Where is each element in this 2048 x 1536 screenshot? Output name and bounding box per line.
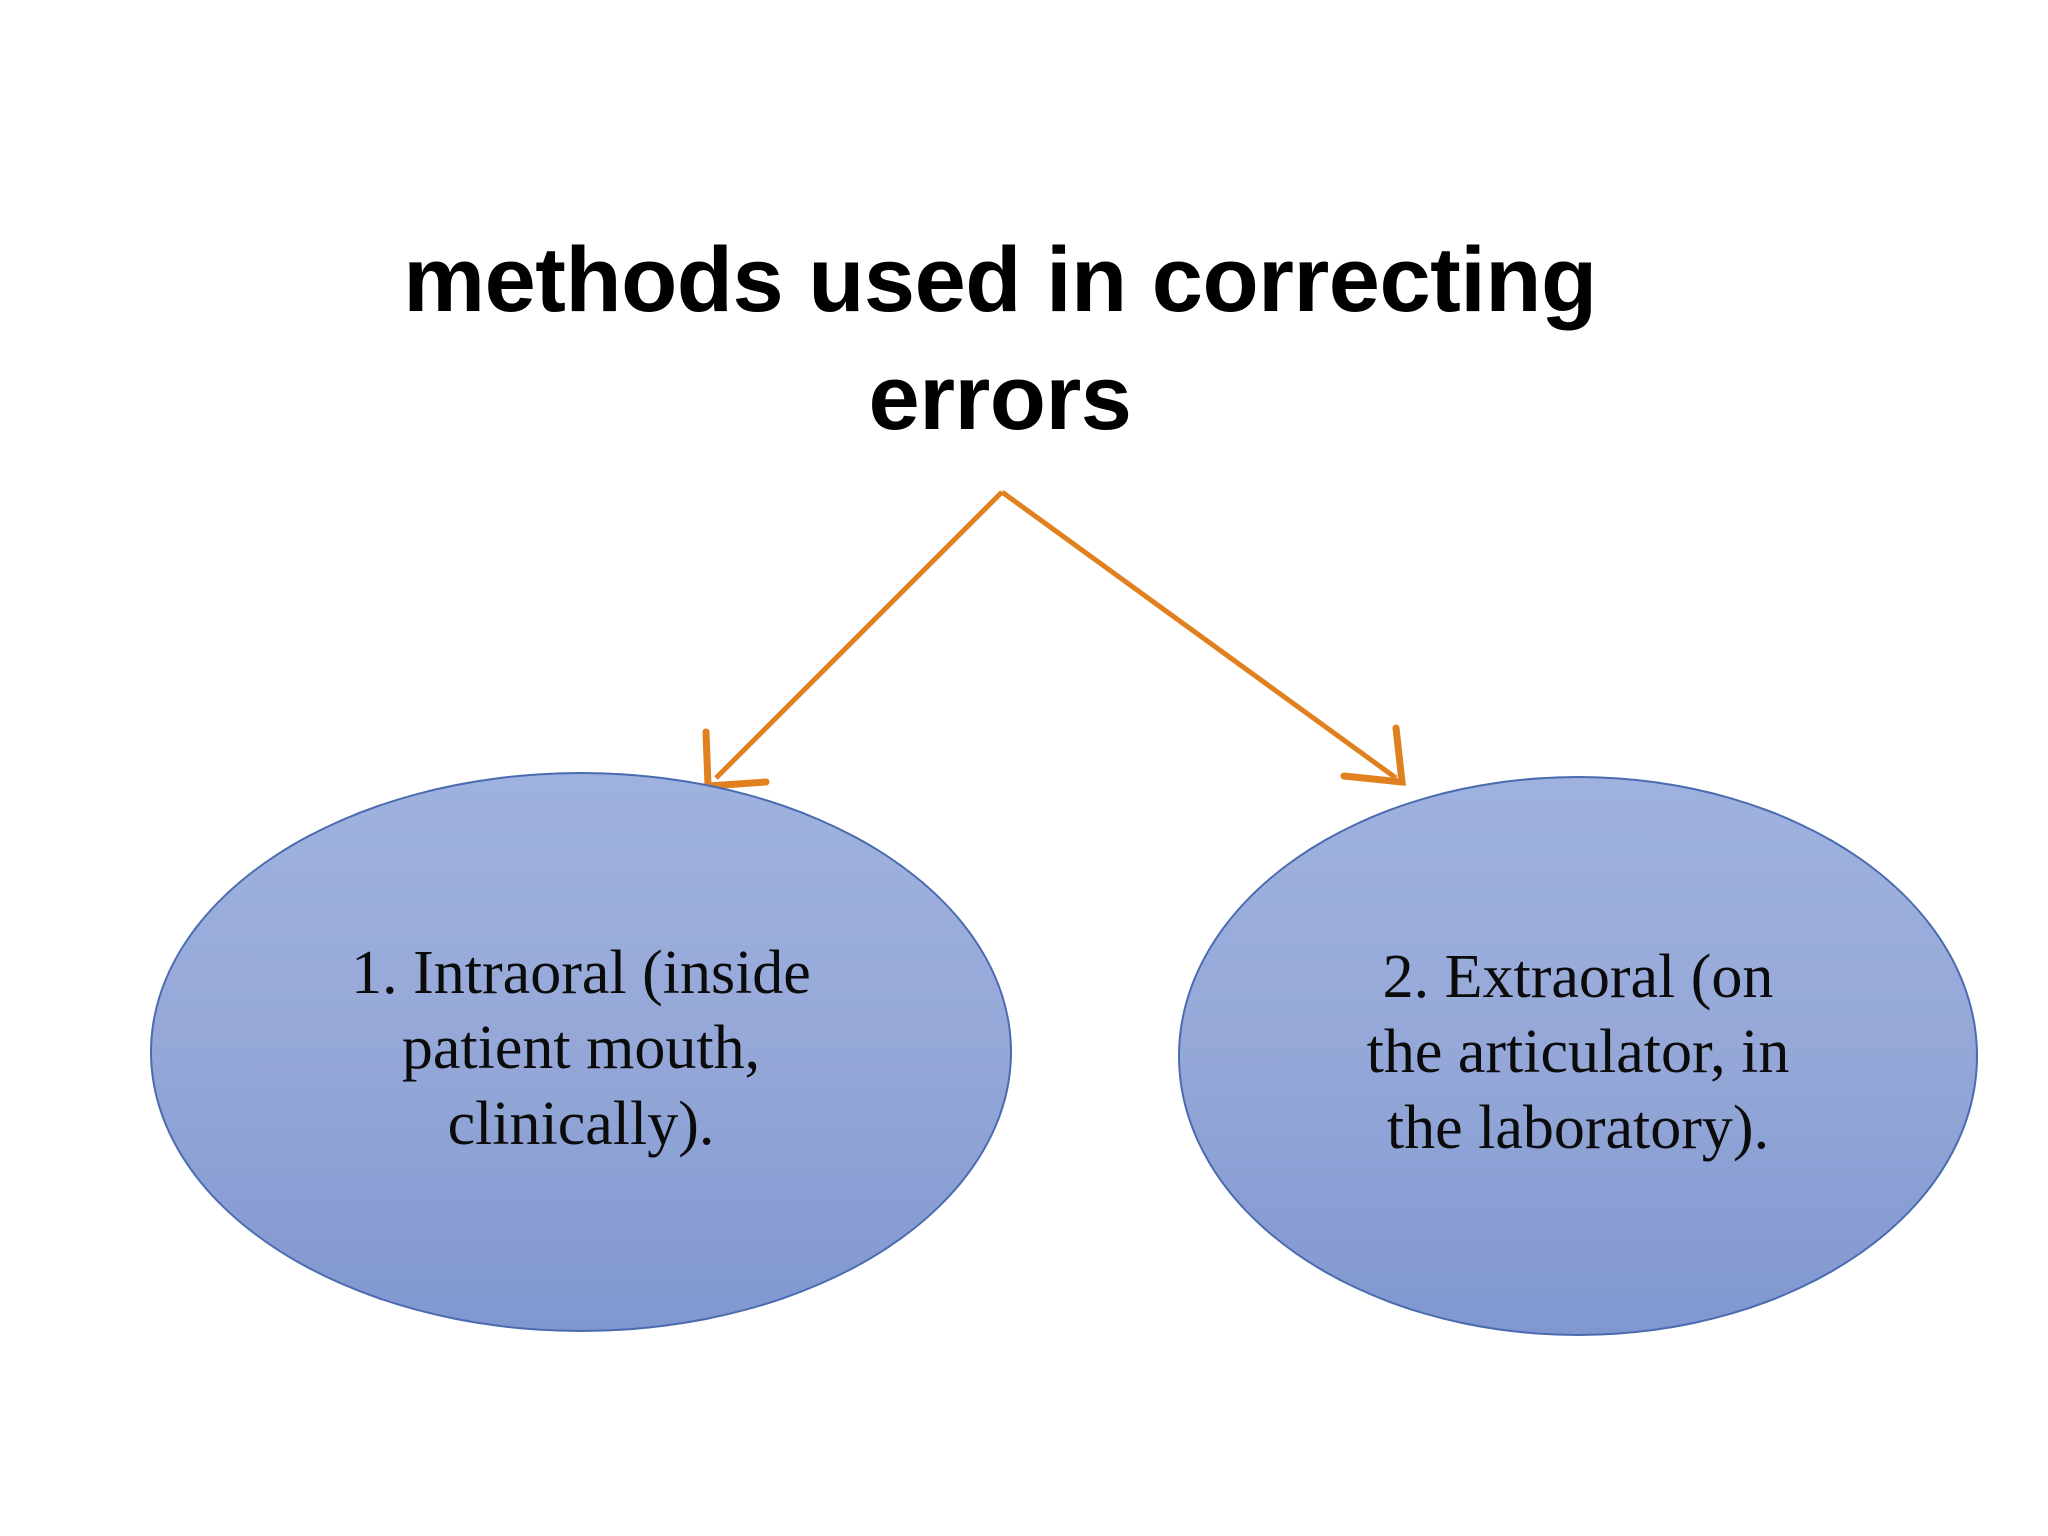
arrow-to-extraoral-line <box>1000 489 1398 781</box>
node-extraoral-line-2: the articulator, in <box>1366 1018 1790 1087</box>
arrow-to-extraoral-head <box>1340 724 1406 786</box>
page-title-line-1: methods used in correcting <box>403 229 1597 331</box>
node-extraoral-line-1: 2. Extraoral (on <box>1382 942 1774 1011</box>
page-title-line-2: errors <box>868 346 1132 449</box>
node-extraoral-line-3: the laboratory). <box>1386 1093 1770 1162</box>
node-intraoral-text: 1. Intraoral (inside patient mouth, clin… <box>246 936 915 1169</box>
node-ellipse-intraoral[interactable]: 1. Intraoral (inside patient mouth, clin… <box>150 772 1012 1332</box>
node-intraoral-line-2: patient mouth, <box>401 1014 761 1083</box>
node-ellipse-extraoral[interactable]: 2. Extraoral (on the articulator, in the… <box>1178 776 1978 1336</box>
node-intraoral-line-1: 1. Intraoral (inside <box>351 938 811 1007</box>
arrow-to-extraoral-group <box>1000 489 1406 786</box>
node-extraoral-text: 2. Extraoral (on the articulator, in the… <box>1268 940 1889 1173</box>
arrow-to-intraoral-head <box>702 728 770 790</box>
arrow-to-intraoral-group <box>702 490 1004 790</box>
arrow-to-intraoral-line <box>714 490 1004 780</box>
node-intraoral-line-3: clinically). <box>447 1089 715 1158</box>
page-title: methods used in correcting errors <box>300 222 1700 458</box>
